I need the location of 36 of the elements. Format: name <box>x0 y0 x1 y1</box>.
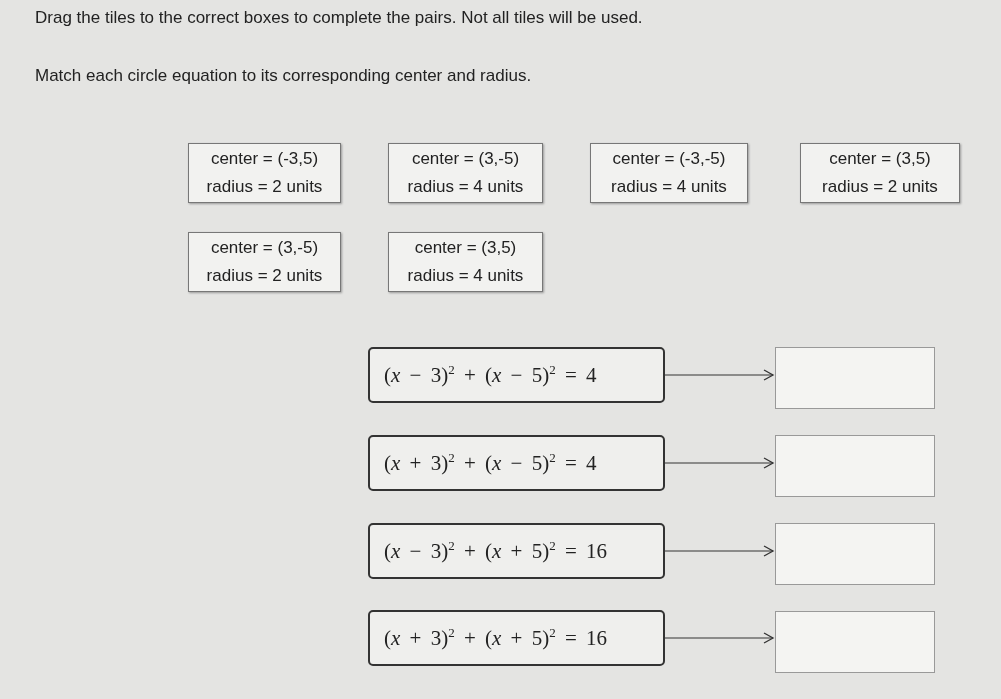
answer-tile <box>800 143 960 203</box>
tile-text: center = (-3,-5) <box>612 148 726 170</box>
arrow <box>664 632 774 644</box>
equation-text: (x − 3)$^{2}$ + (x − 5)$^{2}$ = 4 <box>384 362 597 388</box>
instruction-text: Drag the tiles to the correct boxes to complete the pairs. Not all tiles will be used. <box>35 8 643 28</box>
instruction-text: Match each circle equation to its corresponding center and radius. <box>35 66 532 86</box>
answer-box <box>775 611 935 673</box>
tile-text: center = (3,-5) <box>210 237 319 259</box>
answer-box <box>775 347 935 409</box>
tile-text: radius = 2 units <box>206 176 323 198</box>
equation-box <box>368 610 665 666</box>
tile-text: radius = 4 units <box>407 265 524 287</box>
equation-text: (x + 3)$^{2}$ + (x − 5)$^{2}$ = 4 <box>384 450 597 476</box>
tile-text: radius = 4 units <box>407 176 524 198</box>
tile-text: center = (3,5) <box>414 237 517 259</box>
tile-text: center = (3,-5) <box>411 148 520 170</box>
answer-tile <box>388 143 543 203</box>
answer-box <box>775 523 935 585</box>
answer-tile <box>388 232 543 292</box>
tile-text: center = (3,5) <box>829 148 931 170</box>
answer-tile <box>590 143 748 203</box>
tile-text: radius = 2 units <box>822 176 938 198</box>
equation-box <box>368 523 665 579</box>
equation-text: (x − 3)$^{2}$ + (x + 5)$^{2}$ = 16 <box>384 538 608 564</box>
arrow <box>664 545 774 557</box>
tile-text: radius = 4 units <box>611 176 727 198</box>
tile-text: center = (-3,5) <box>210 148 319 170</box>
equation-box <box>368 435 665 491</box>
tile-text: radius = 2 units <box>206 265 323 287</box>
equation-text: (x + 3)$^{2}$ + (x + 5)$^{2}$ = 16 <box>384 625 608 651</box>
answer-tile <box>188 232 341 292</box>
arrow <box>664 369 774 381</box>
equation-box <box>368 347 665 403</box>
answer-box <box>775 435 935 497</box>
answer-tile <box>188 143 341 203</box>
arrow <box>664 457 774 469</box>
